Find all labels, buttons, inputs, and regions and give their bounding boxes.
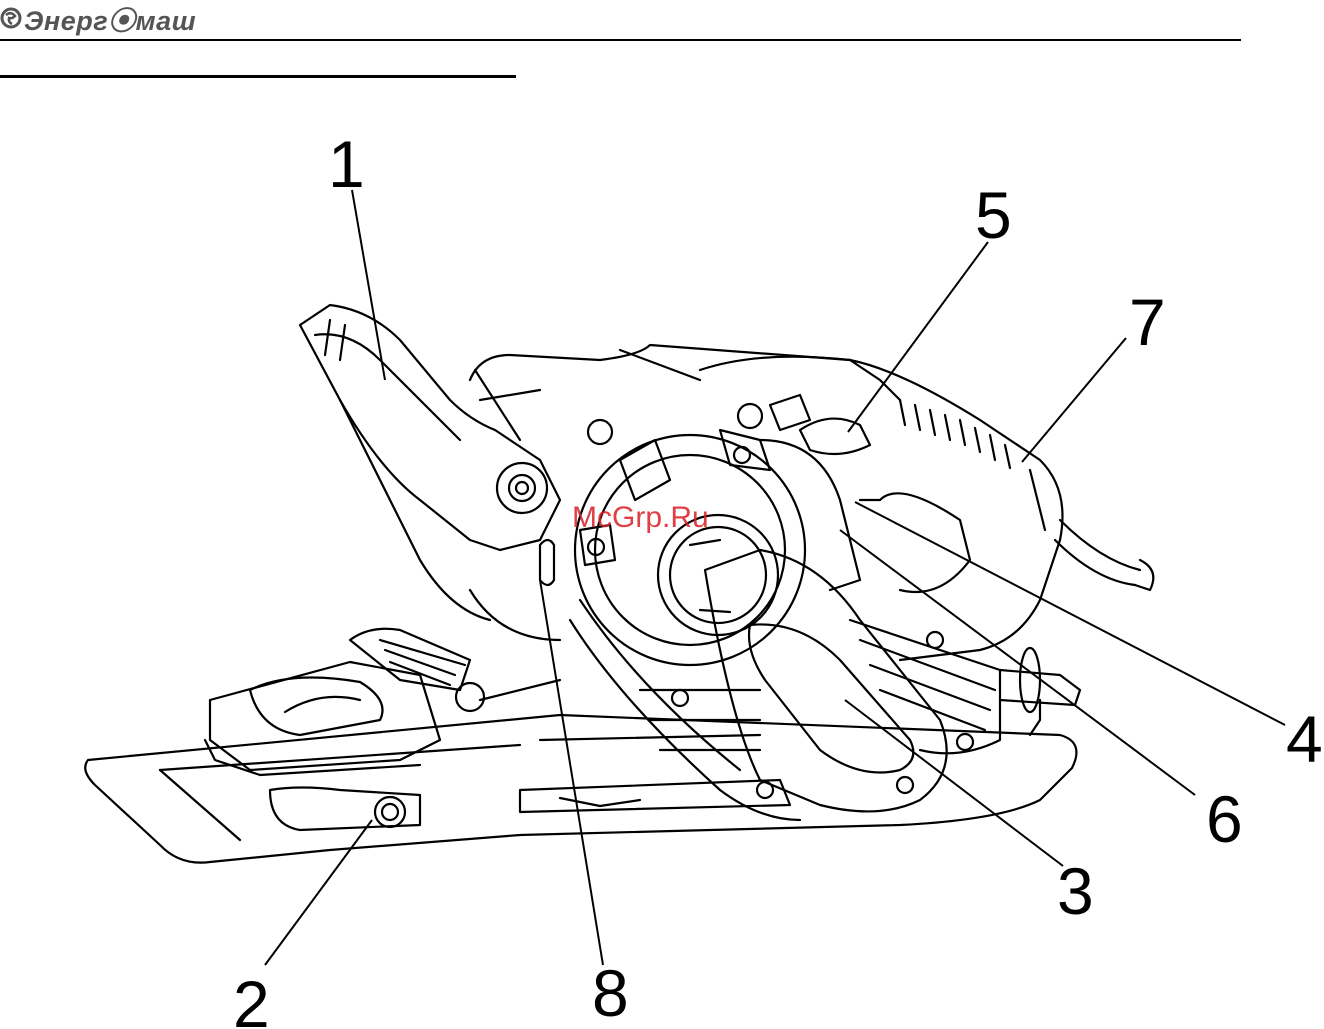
belt-cover bbox=[540, 404, 1080, 820]
clamp-assembly bbox=[205, 629, 560, 830]
callout-5: 5 bbox=[975, 178, 1012, 252]
callout-6: 6 bbox=[1206, 782, 1243, 856]
callout-7: 7 bbox=[1129, 285, 1166, 359]
callout-3: 3 bbox=[1057, 854, 1094, 928]
callout-4: 4 bbox=[1286, 702, 1323, 776]
base-plate bbox=[85, 715, 1076, 863]
callout-8: 8 bbox=[592, 956, 629, 1029]
watermark: McGrp.Ru bbox=[572, 501, 709, 534]
callout-1: 1 bbox=[328, 127, 365, 201]
callout-2: 2 bbox=[233, 967, 270, 1029]
